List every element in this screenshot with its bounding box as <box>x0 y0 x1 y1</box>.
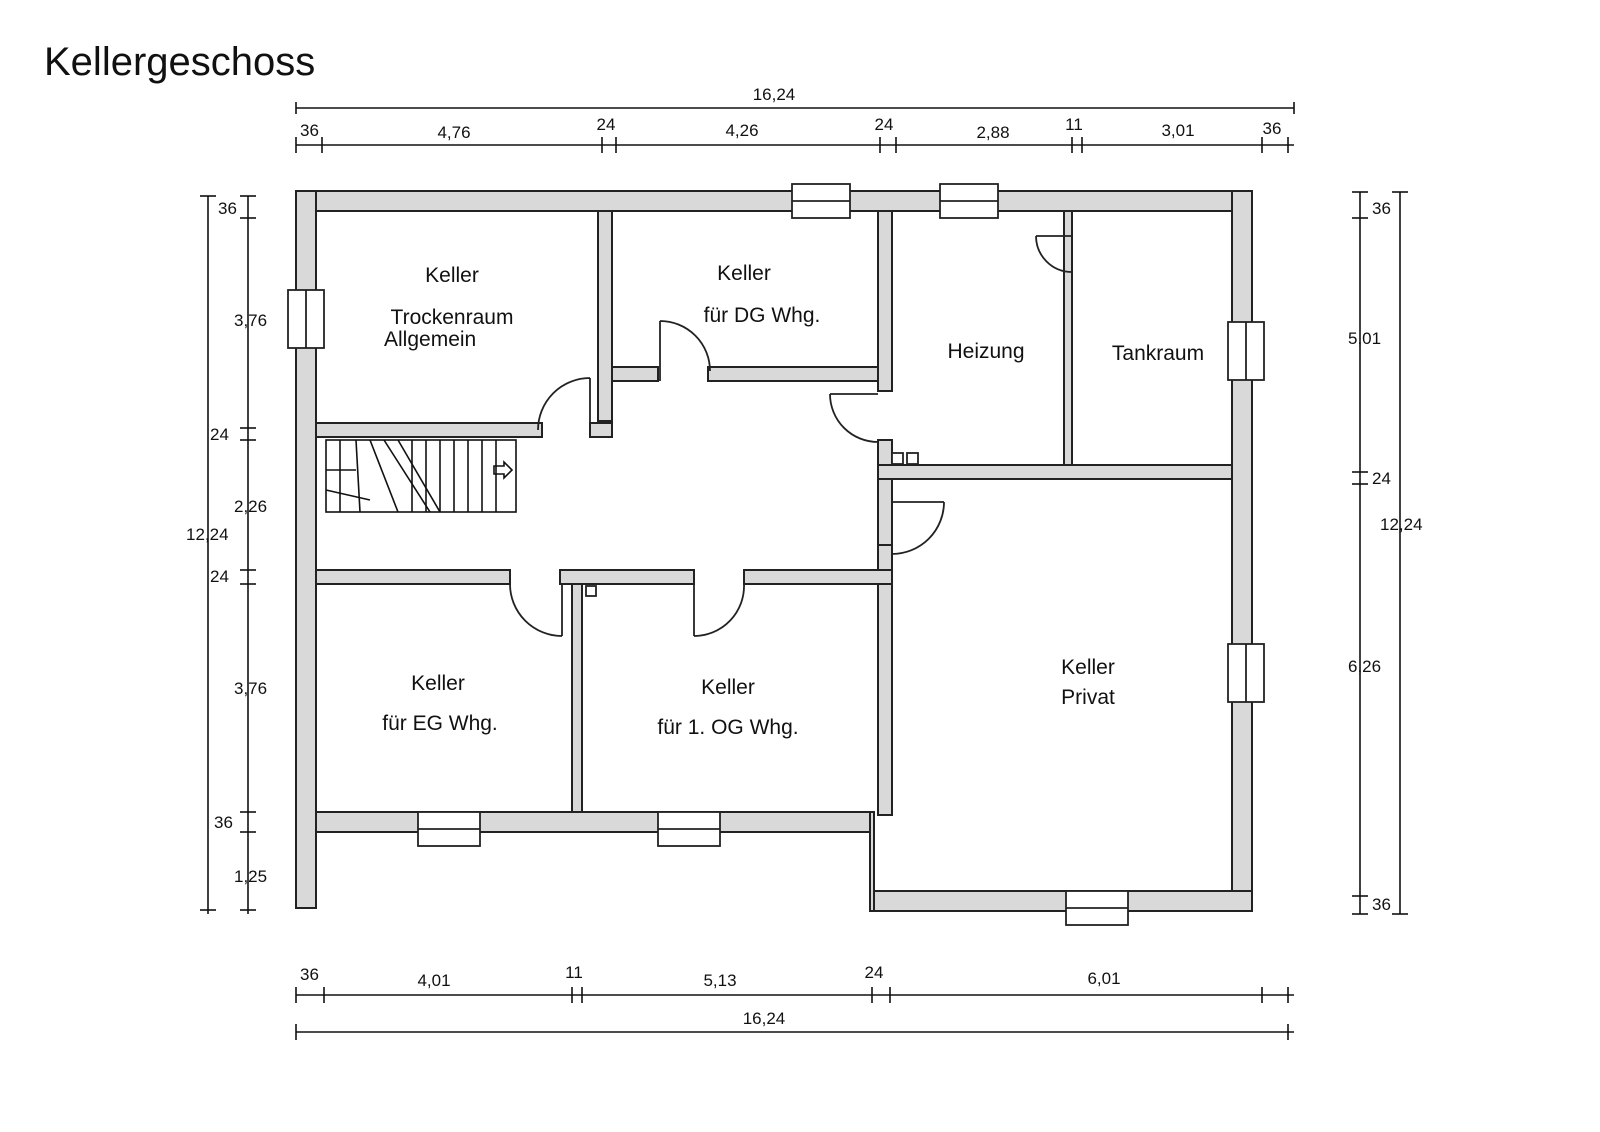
dim-top-seg-4: 24 <box>875 115 894 134</box>
dim-left-seg-4: 24 <box>210 567 229 586</box>
dim-bottom-seg-4: 24 <box>865 963 884 982</box>
dim-top-seg-6: 11 <box>1065 115 1083 134</box>
wall-heizung-bottom <box>877 464 1233 480</box>
dim-left-seg-6: 36 <box>214 813 233 832</box>
dim-top-seg-8: 36 <box>1263 119 1282 138</box>
dimensions-top: 16,24 36 4,76 24 4,26 24 2,88 11 3,01 36 <box>295 85 1295 153</box>
label-privat-2: Privat <box>1061 686 1115 709</box>
label-privat-1: Keller <box>1061 656 1115 679</box>
dim-bottom-seg-1: 4,01 <box>417 971 450 990</box>
dim-bottom-total: 16,24 <box>743 1009 786 1028</box>
dim-bottom-seg-2: 11 <box>565 963 583 982</box>
wall-step <box>869 811 875 912</box>
room-labels: Keller Trockenraum Allgemein Keller für … <box>382 262 1204 739</box>
label-heizung: Heizung <box>947 340 1024 363</box>
wall-dg-heizung <box>877 210 893 392</box>
page-title: Kellergeschoss <box>44 40 316 84</box>
inner-walls <box>315 210 1233 816</box>
door-privat <box>891 501 945 555</box>
label-eg-1: Keller <box>411 672 465 695</box>
dim-bottom-seg-3: 5,13 <box>703 971 736 990</box>
door-tankraum <box>1035 235 1073 273</box>
dim-top-seg-3: 4,26 <box>725 121 758 140</box>
label-trockenraum-1: Keller <box>425 264 479 287</box>
wall-right <box>1231 190 1253 912</box>
stair-arrow-icon <box>493 460 514 480</box>
dim-right-seg-0: 36 <box>1372 199 1391 218</box>
dim-right-total: 12,24 <box>1380 515 1423 534</box>
dim-top-total: 16,24 <box>753 85 796 104</box>
dimensions-left: 12,24 36 3,76 24 2,26 24 3,76 36 1,25 <box>186 195 267 914</box>
wall-bottom-left <box>315 811 875 833</box>
dim-left-total: 12,24 <box>186 525 229 544</box>
wall-hall-bottom-2 <box>559 569 695 585</box>
wall-left <box>295 190 317 909</box>
wall-bottom-right <box>869 890 1253 912</box>
dim-right-seg-3: 6,26 <box>1348 657 1381 676</box>
wall-dg-bottom-2 <box>707 366 883 382</box>
door-heizung <box>829 393 879 443</box>
shaft-box-1 <box>891 452 904 465</box>
dim-top-seg-0: 36 <box>300 121 319 140</box>
dimensions-right: 36 5,01 24 6,26 36 12,24 <box>1348 191 1423 915</box>
label-dg-1: Keller <box>717 262 771 285</box>
dim-left-seg-5: 3,76 <box>234 679 267 698</box>
label-trockenraum-3: Allgemein <box>384 328 476 351</box>
label-eg-2: für EG Whg. <box>382 712 498 735</box>
dim-bottom-seg-0: 36 <box>300 965 319 984</box>
dim-right-seg-2: 24 <box>1372 469 1391 488</box>
dim-left-seg-3: 2,26 <box>234 497 267 516</box>
wall-eg-og <box>571 583 583 813</box>
doors <box>509 235 1073 637</box>
dim-right-seg-4: 36 <box>1372 895 1391 914</box>
dim-right-seg-1: 5,01 <box>1348 329 1381 348</box>
shaft-box-2 <box>906 452 919 465</box>
wall-hall-bottom-1 <box>315 569 511 585</box>
dimensions-bottom: 36 4,01 11 5,13 24 6,01 16,24 <box>295 963 1294 1040</box>
dim-left-seg-0: 36 <box>218 199 237 218</box>
wall-heizung-tank <box>1063 210 1073 474</box>
label-tankraum: Tankraum <box>1112 342 1204 365</box>
dim-left-seg-2: 24 <box>210 425 229 444</box>
wall-dg-bottom <box>611 366 659 382</box>
door-dg <box>659 320 711 381</box>
door-eg <box>509 583 563 637</box>
door-og1 <box>693 583 745 637</box>
dim-left-seg-1: 3,76 <box>234 311 267 330</box>
label-og1-2: für 1. OG Whg. <box>657 716 798 739</box>
dim-left-seg-7: 1,25 <box>234 867 267 886</box>
door-trockenraum <box>537 377 591 437</box>
shaft-box-3 <box>585 585 597 597</box>
dim-bottom-seg-5: 6,01 <box>1087 969 1120 988</box>
dim-top-seg-7: 3,01 <box>1161 121 1194 140</box>
dim-top-seg-2: 24 <box>597 115 616 134</box>
label-trockenraum-2: Trockenraum <box>391 306 514 329</box>
label-og1-1: Keller <box>701 676 755 699</box>
wall-heizung-lower <box>877 439 893 561</box>
dim-top-seg-1: 4,76 <box>437 123 470 142</box>
staircase <box>325 439 517 513</box>
wall-trockenraum-right <box>597 210 613 422</box>
dim-top-seg-5: 2,88 <box>976 123 1009 142</box>
windows <box>287 183 1265 926</box>
wall-hall-bottom-3 <box>743 569 893 585</box>
outer-walls <box>295 190 1253 912</box>
wall-trockenraum-bottom <box>315 422 543 438</box>
wall-privat-left <box>877 544 893 816</box>
label-dg-2: für DG Whg. <box>704 304 821 327</box>
wall-trockenraum-bottom-stub <box>589 422 613 438</box>
wall-top <box>295 190 1253 212</box>
